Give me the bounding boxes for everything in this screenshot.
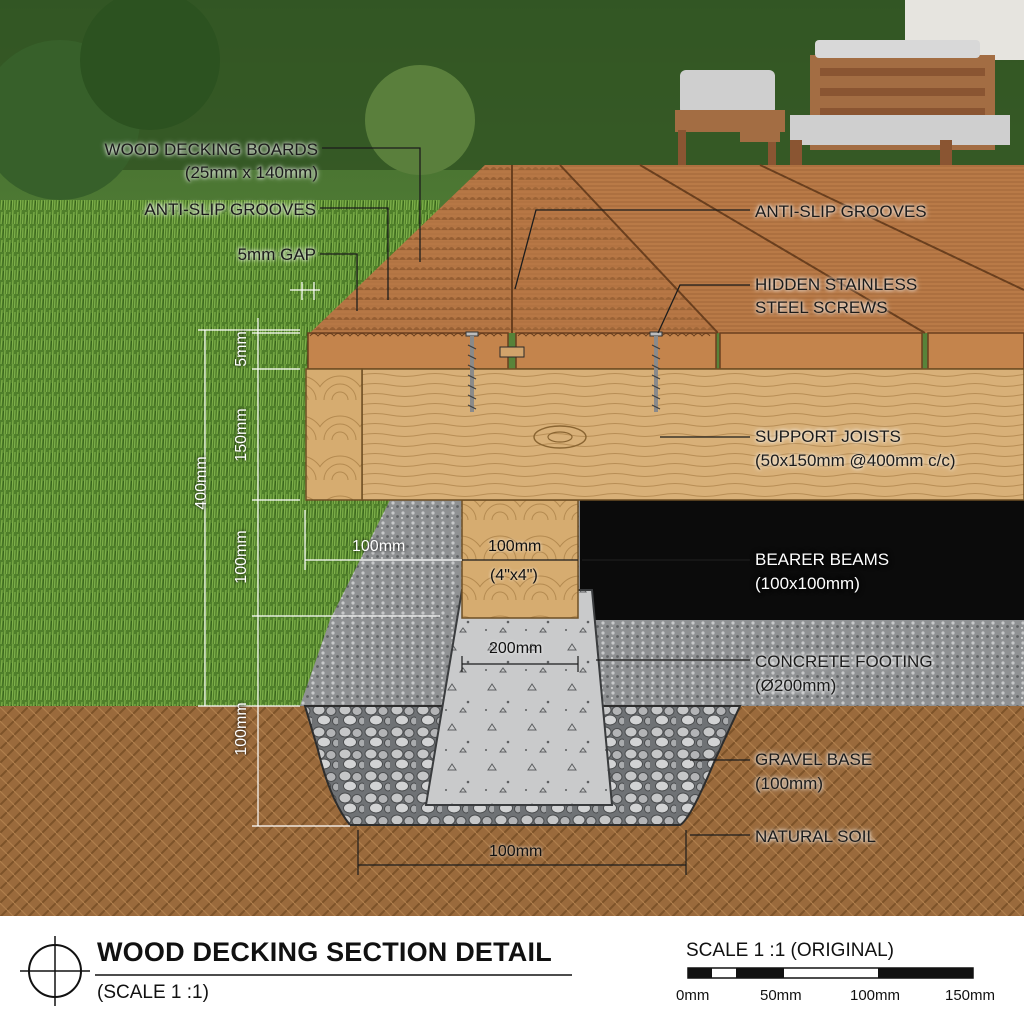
- label-hidden-screws-line2: STEEL SCREWS: [755, 298, 888, 317]
- dim-bearer-height: 100mm: [233, 530, 250, 584]
- title-block-graphics: [20, 936, 974, 1006]
- scale-tick-50: 50mm: [760, 987, 802, 1004]
- label-bearer-beams-line1: BEARER BEAMS: [755, 550, 890, 569]
- deck-void: [580, 500, 1024, 620]
- decking-surface: [310, 164, 1024, 334]
- scale-title: SCALE 1 :1 (ORIGINAL): [686, 940, 895, 961]
- scale-tick-100: 100mm: [850, 987, 901, 1004]
- label-anti-slip-grooves-left: ANTI-SLIP GROOVES: [144, 200, 316, 219]
- label-decking-boards-line2: (25mm x 140mm): [184, 163, 318, 182]
- label-hidden-screws-line1: HIDDEN STAINLESS: [755, 275, 918, 294]
- dim-offset-width: 100mm: [352, 538, 406, 555]
- stainless-screws: [465, 331, 663, 412]
- page-title: WOOD DECKING SECTION DETAIL: [97, 937, 552, 967]
- label-gap: 5mm GAP: [237, 245, 316, 264]
- label-bearer-beams-line2: (100x100mm): [755, 574, 860, 593]
- dim-footing-width: 200mm: [489, 640, 543, 657]
- support-joist: [305, 368, 1024, 501]
- page-subtitle: (SCALE 1 :1): [97, 982, 209, 1003]
- title-block: [0, 916, 1024, 1024]
- label-concrete-footing-line1: CONCRETE FOOTING: [755, 652, 933, 671]
- section-illustration: [0, 0, 1024, 916]
- shrub-top: [80, 0, 220, 130]
- scale-tick-150: 150mm: [945, 987, 996, 1004]
- label-support-joists-line2: (50x150mm @400mm c/c): [755, 451, 956, 470]
- dimension-lines-dark: [357, 559, 687, 875]
- dim-gravel-depth: 100mm: [233, 702, 250, 756]
- garden-chairs: [675, 40, 1010, 190]
- dim-base-width: 100mm: [489, 843, 543, 860]
- dim-bearer-width: 100mm: [488, 538, 542, 555]
- label-support-joists-line1: SUPPORT JOISTS: [755, 427, 901, 446]
- label-gravel-base-line2: (100mm): [755, 774, 824, 793]
- dim-joist-depth: 150mm: [233, 408, 250, 462]
- label-concrete-footing-line2: (Ø200mm): [755, 676, 837, 695]
- scale-tick-0: 0mm: [676, 987, 710, 1004]
- label-gravel-base-line1: GRAVEL BASE: [755, 750, 873, 769]
- decking-board-ends: [307, 332, 1024, 370]
- label-natural-soil: NATURAL SOIL: [755, 827, 876, 846]
- dim-board-thickness: 5mm: [233, 331, 250, 367]
- dim-bearer-size: (4"x4"): [490, 567, 538, 584]
- label-decking-boards-line1: WOOD DECKING BOARDS: [104, 140, 318, 159]
- leader-lines: [320, 147, 750, 836]
- dimension-lines: [198, 282, 462, 827]
- dim-total-height: 400mm: [193, 456, 210, 510]
- label-anti-slip-grooves-right: ANTI-SLIP GROOVES: [755, 202, 927, 221]
- scale-bar: [687, 967, 974, 979]
- bearer-beam: [461, 499, 579, 619]
